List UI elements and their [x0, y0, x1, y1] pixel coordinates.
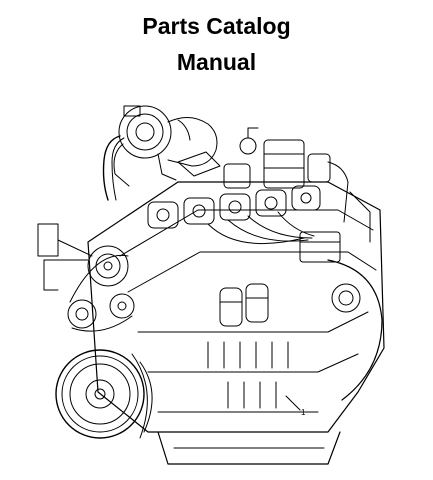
alternator-part: [37, 223, 129, 291]
fuel-filter-part: [219, 283, 269, 327]
injection-pump-part: [207, 211, 341, 263]
belt-pulley-part: [67, 254, 135, 332]
crankshaft-pulley-part: [55, 349, 153, 439]
title-line-1: Parts Catalog: [142, 13, 291, 39]
turbocharger-part: [113, 105, 218, 187]
oil-line-part: [102, 135, 121, 201]
document-title: Parts Catalog Manual: [0, 8, 433, 80]
valve-cover-part: [147, 139, 331, 229]
title-line-2: Manual: [176, 49, 257, 75]
engine-illustration: [37, 105, 385, 465]
engine-block-part: [87, 181, 385, 433]
callout-number-1: 1: [301, 408, 306, 417]
callout-leader-line: [285, 395, 301, 411]
